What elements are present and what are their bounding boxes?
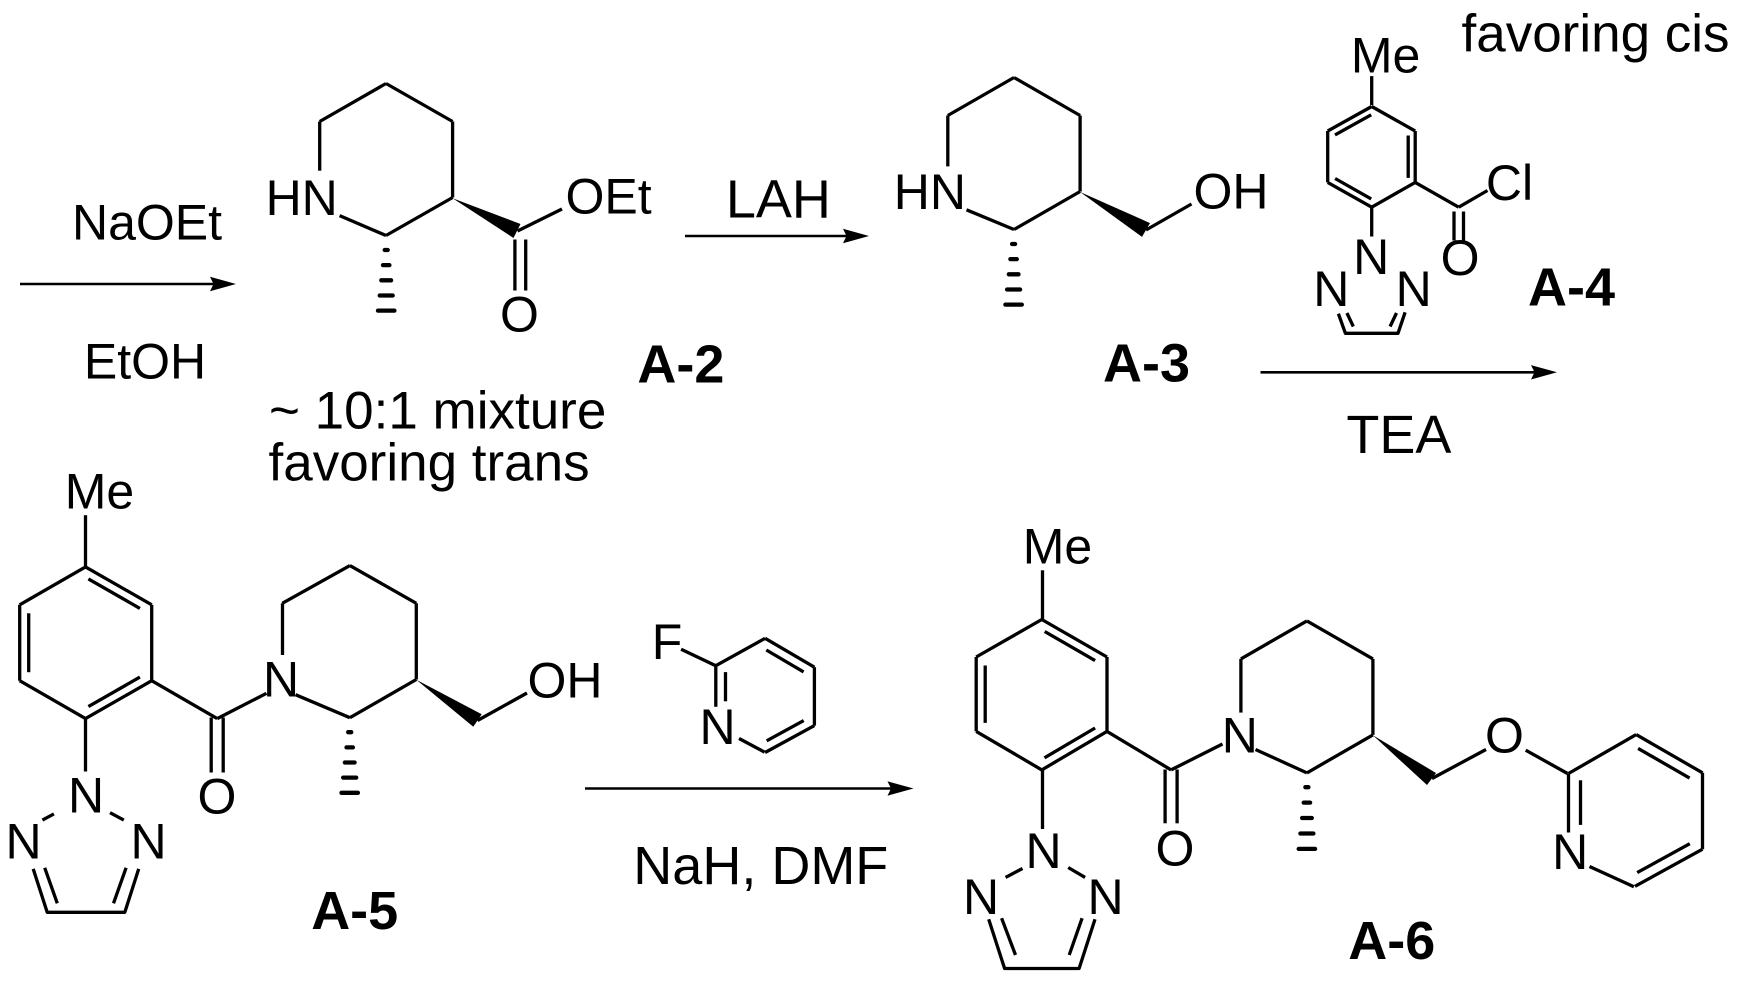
- svg-text:N: N: [700, 699, 736, 755]
- svg-text:N: N: [130, 814, 166, 870]
- svg-text:N: N: [263, 652, 299, 708]
- svg-text:OH: OH: [1194, 164, 1269, 220]
- svg-text:A-4: A-4: [1528, 258, 1615, 318]
- svg-text:A-6: A-6: [1348, 911, 1435, 971]
- svg-text:HN: HN: [266, 170, 338, 226]
- svg-text:F: F: [652, 614, 683, 670]
- svg-text:N: N: [1552, 824, 1588, 880]
- svg-text:N: N: [1025, 823, 1061, 879]
- svg-text:N: N: [1222, 708, 1258, 764]
- svg-text:Me: Me: [65, 464, 134, 520]
- svg-text:NaH, DMF: NaH, DMF: [633, 836, 888, 896]
- svg-text:TEA: TEA: [1346, 405, 1451, 465]
- svg-text:Cl: Cl: [1486, 155, 1533, 211]
- svg-text:N: N: [1313, 261, 1349, 317]
- svg-text:Me: Me: [1351, 27, 1420, 83]
- svg-text:NaOEt: NaOEt: [72, 195, 222, 251]
- svg-text:N: N: [1396, 261, 1432, 317]
- svg-text:N: N: [5, 814, 41, 870]
- svg-text:favoring cis: favoring cis: [1462, 4, 1730, 63]
- svg-text:A-5: A-5: [311, 881, 398, 941]
- svg-text:OH: OH: [528, 652, 603, 708]
- svg-text:N: N: [1087, 869, 1123, 925]
- svg-text:HN: HN: [894, 164, 966, 220]
- svg-text:O: O: [1485, 708, 1524, 764]
- svg-text:O: O: [1156, 820, 1195, 876]
- svg-text:O: O: [1441, 230, 1480, 286]
- svg-text:A-3: A-3: [1103, 334, 1190, 394]
- svg-text:Me: Me: [1023, 519, 1092, 575]
- svg-text:~ 10:1 mixture: ~ 10:1 mixture: [269, 382, 606, 441]
- svg-text:A-2: A-2: [637, 335, 724, 395]
- svg-text:N: N: [1353, 229, 1389, 285]
- svg-text:LAH: LAH: [726, 170, 831, 230]
- svg-text:OEt: OEt: [566, 169, 652, 225]
- svg-text:EtOH: EtOH: [84, 334, 206, 390]
- svg-text:N: N: [963, 869, 999, 925]
- svg-text:O: O: [500, 286, 539, 342]
- svg-text:O: O: [198, 769, 237, 825]
- svg-text:N: N: [68, 768, 104, 824]
- svg-text:favoring trans: favoring trans: [269, 434, 590, 493]
